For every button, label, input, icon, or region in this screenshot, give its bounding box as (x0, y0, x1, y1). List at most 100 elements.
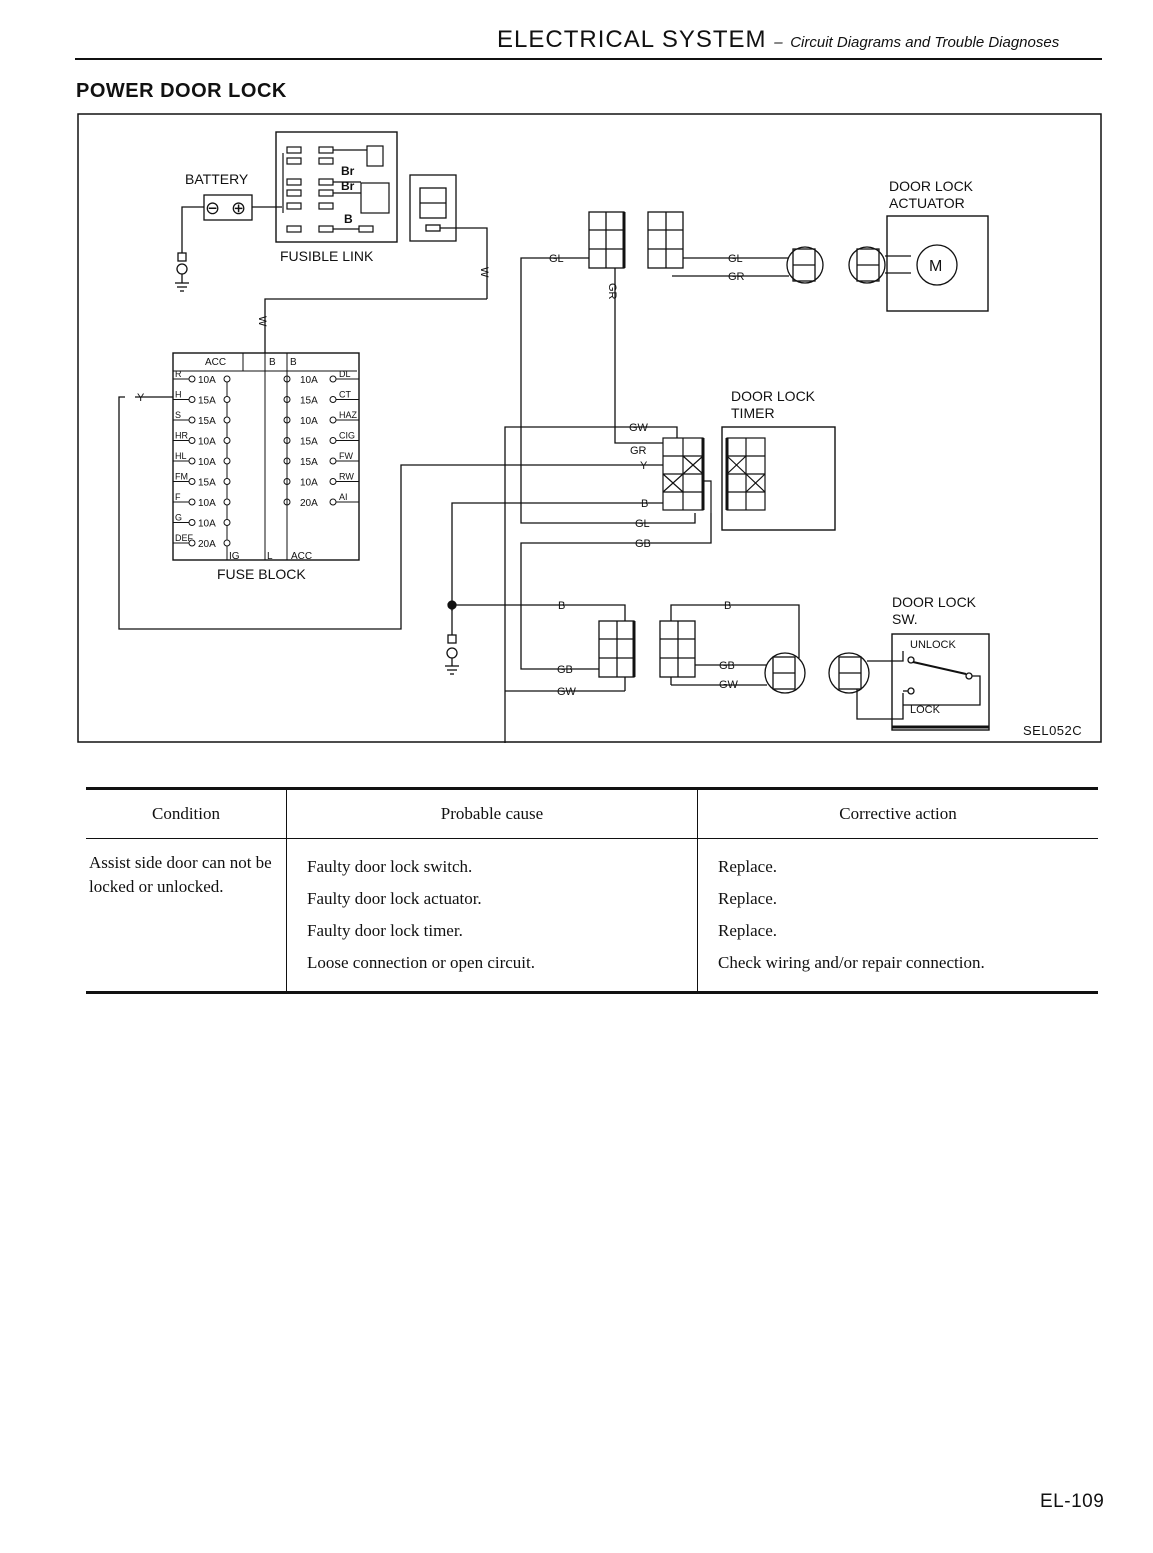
fusible-link-box (275, 131, 398, 243)
fusible-link-elements (282, 145, 390, 233)
fuse-name: S (175, 410, 181, 420)
fuse-left-7: G 10A (173, 513, 231, 540)
header-separator: – (774, 34, 783, 51)
connector-top-right (647, 211, 684, 269)
fuse-bottom-acc: ACC (291, 551, 312, 562)
fuse-rating: 15A (300, 457, 318, 468)
wire-br-1: Br (341, 164, 355, 178)
action-item: Replace. (718, 889, 777, 908)
battery-minus-icon: ⊖ (205, 198, 220, 218)
fuse-name: FW (339, 451, 353, 461)
battery-label: BATTERY (185, 171, 249, 187)
fuse-rating: 15A (198, 478, 216, 489)
wire-b-switch-right-label: B (724, 600, 731, 612)
fuse-name: H (175, 390, 182, 400)
wire-gb-switch-left-label: GB (557, 664, 573, 676)
battery-wiring (175, 206, 282, 292)
connector-bottom-right (659, 604, 800, 686)
ground-b (445, 600, 626, 675)
fuse-rating: 15A (198, 416, 216, 427)
wire-w-main-label: W (256, 316, 268, 327)
wire-b-switch-left-label: B (558, 600, 565, 612)
connector-timer-right (725, 437, 766, 511)
actuator-label-2: ACTUATOR (889, 195, 965, 211)
header-subtitle: Circuit Diagrams and Trouble Diagnoses (790, 34, 1060, 51)
cause-item: Loose connection or open circuit. (307, 953, 536, 972)
actions-cell: Replace. Replace. Replace. Check wiring … (697, 838, 1098, 994)
wire-w-main (264, 298, 487, 353)
wiring-diagram: BATTERY ⊖ ⊕ Br Br B FUSIBLE LINK (77, 113, 1102, 743)
fuse-rating: 15A (198, 396, 216, 407)
wire-gb-switch-right-label: GB (719, 660, 735, 672)
diagnosis-table: Condition Probable cause Corrective acti… (86, 787, 1098, 994)
page-header: ELECTRICAL SYSTEM – Circuit Diagrams and… (497, 26, 1059, 54)
header-probable-cause: Probable cause (286, 787, 698, 839)
switch-label-2: SW. (892, 611, 918, 627)
wire-y-loop (118, 396, 663, 630)
fuse-rating: 20A (198, 539, 216, 550)
fuse-name: HR (175, 431, 188, 441)
header-title: ELECTRICAL SYSTEM (497, 26, 767, 53)
wire-gr-vertical-label: GR (606, 283, 618, 300)
condition-cell: Assist side door can not be locked or un… (86, 838, 287, 994)
fuse-rating: 20A (300, 498, 318, 509)
fuse-rating: 10A (198, 437, 216, 448)
wire-gw-switch-left-label: GW (557, 686, 577, 698)
wire-b-timer (451, 502, 663, 611)
unlock-label: UNLOCK (910, 639, 957, 651)
connector-top-left (588, 211, 626, 269)
wire-gb-timer (520, 513, 712, 670)
fuse-name: G (175, 513, 182, 523)
fuse-rating: 10A (198, 498, 216, 509)
table-header-row: Condition Probable cause Corrective acti… (86, 787, 1098, 839)
connector-round-actuator (786, 246, 911, 284)
timer-box (721, 426, 836, 531)
wire-b-timer-label: B (641, 498, 648, 510)
connector-round-switch (764, 651, 904, 720)
wire-gw-switch-right-label: GW (719, 679, 739, 691)
fuse-left-column: R10AH15AS15AHR10AHL10AFM15AF10AG10ADEF20… (173, 369, 231, 560)
page-number: EL-109 (1040, 1491, 1105, 1512)
fuse-rating: 10A (300, 375, 318, 386)
figure-code: SEL052C (1023, 723, 1082, 738)
actuator-label-1: DOOR LOCK (889, 178, 974, 194)
fuse-block-grid (173, 353, 357, 560)
wire-gl-top-label: GL (549, 253, 564, 265)
switch-label-1: DOOR LOCK (892, 594, 977, 610)
fuse-left-4: HL 10A (173, 451, 231, 478)
header-rule (75, 58, 1102, 60)
wire-gl-top (520, 257, 696, 524)
motor-label: M (929, 258, 942, 275)
fuse-left-2: S 15A (173, 410, 231, 437)
fuse-rating: 10A (300, 478, 318, 489)
switch-contacts (903, 656, 981, 706)
header-corrective-action: Corrective action (697, 787, 1098, 839)
fuse-rating: 15A (300, 396, 318, 407)
fuse-right-0: 10A DL (283, 369, 359, 386)
wire-gr-timer-label: GR (630, 445, 647, 457)
fuse-name: RW (339, 472, 354, 482)
fuse-name: CT (339, 390, 351, 400)
wire-b-fusible: B (344, 212, 353, 226)
fuse-block-label: FUSE BLOCK (217, 566, 306, 582)
fuse-rating: 10A (198, 519, 216, 530)
action-item: Check wiring and/or repair connection. (718, 953, 985, 972)
fuse-name: AI (339, 492, 348, 502)
table-row: Assist side door can not be locked or un… (86, 838, 1098, 994)
battery-plus-icon: ⊕ (231, 198, 246, 218)
fuse-name: HL (175, 451, 187, 461)
fuse-rating: 10A (198, 375, 216, 386)
fuse-name: DL (339, 369, 351, 379)
fuse-name: CIG (339, 431, 355, 441)
wire-gl-actuator-label: GL (728, 253, 743, 265)
fuse-rating: 10A (300, 416, 318, 427)
motor-icon (916, 244, 958, 286)
causes-cell: Faulty door lock switch. Faulty door loc… (286, 838, 698, 994)
fuse-rating: 10A (198, 457, 216, 468)
